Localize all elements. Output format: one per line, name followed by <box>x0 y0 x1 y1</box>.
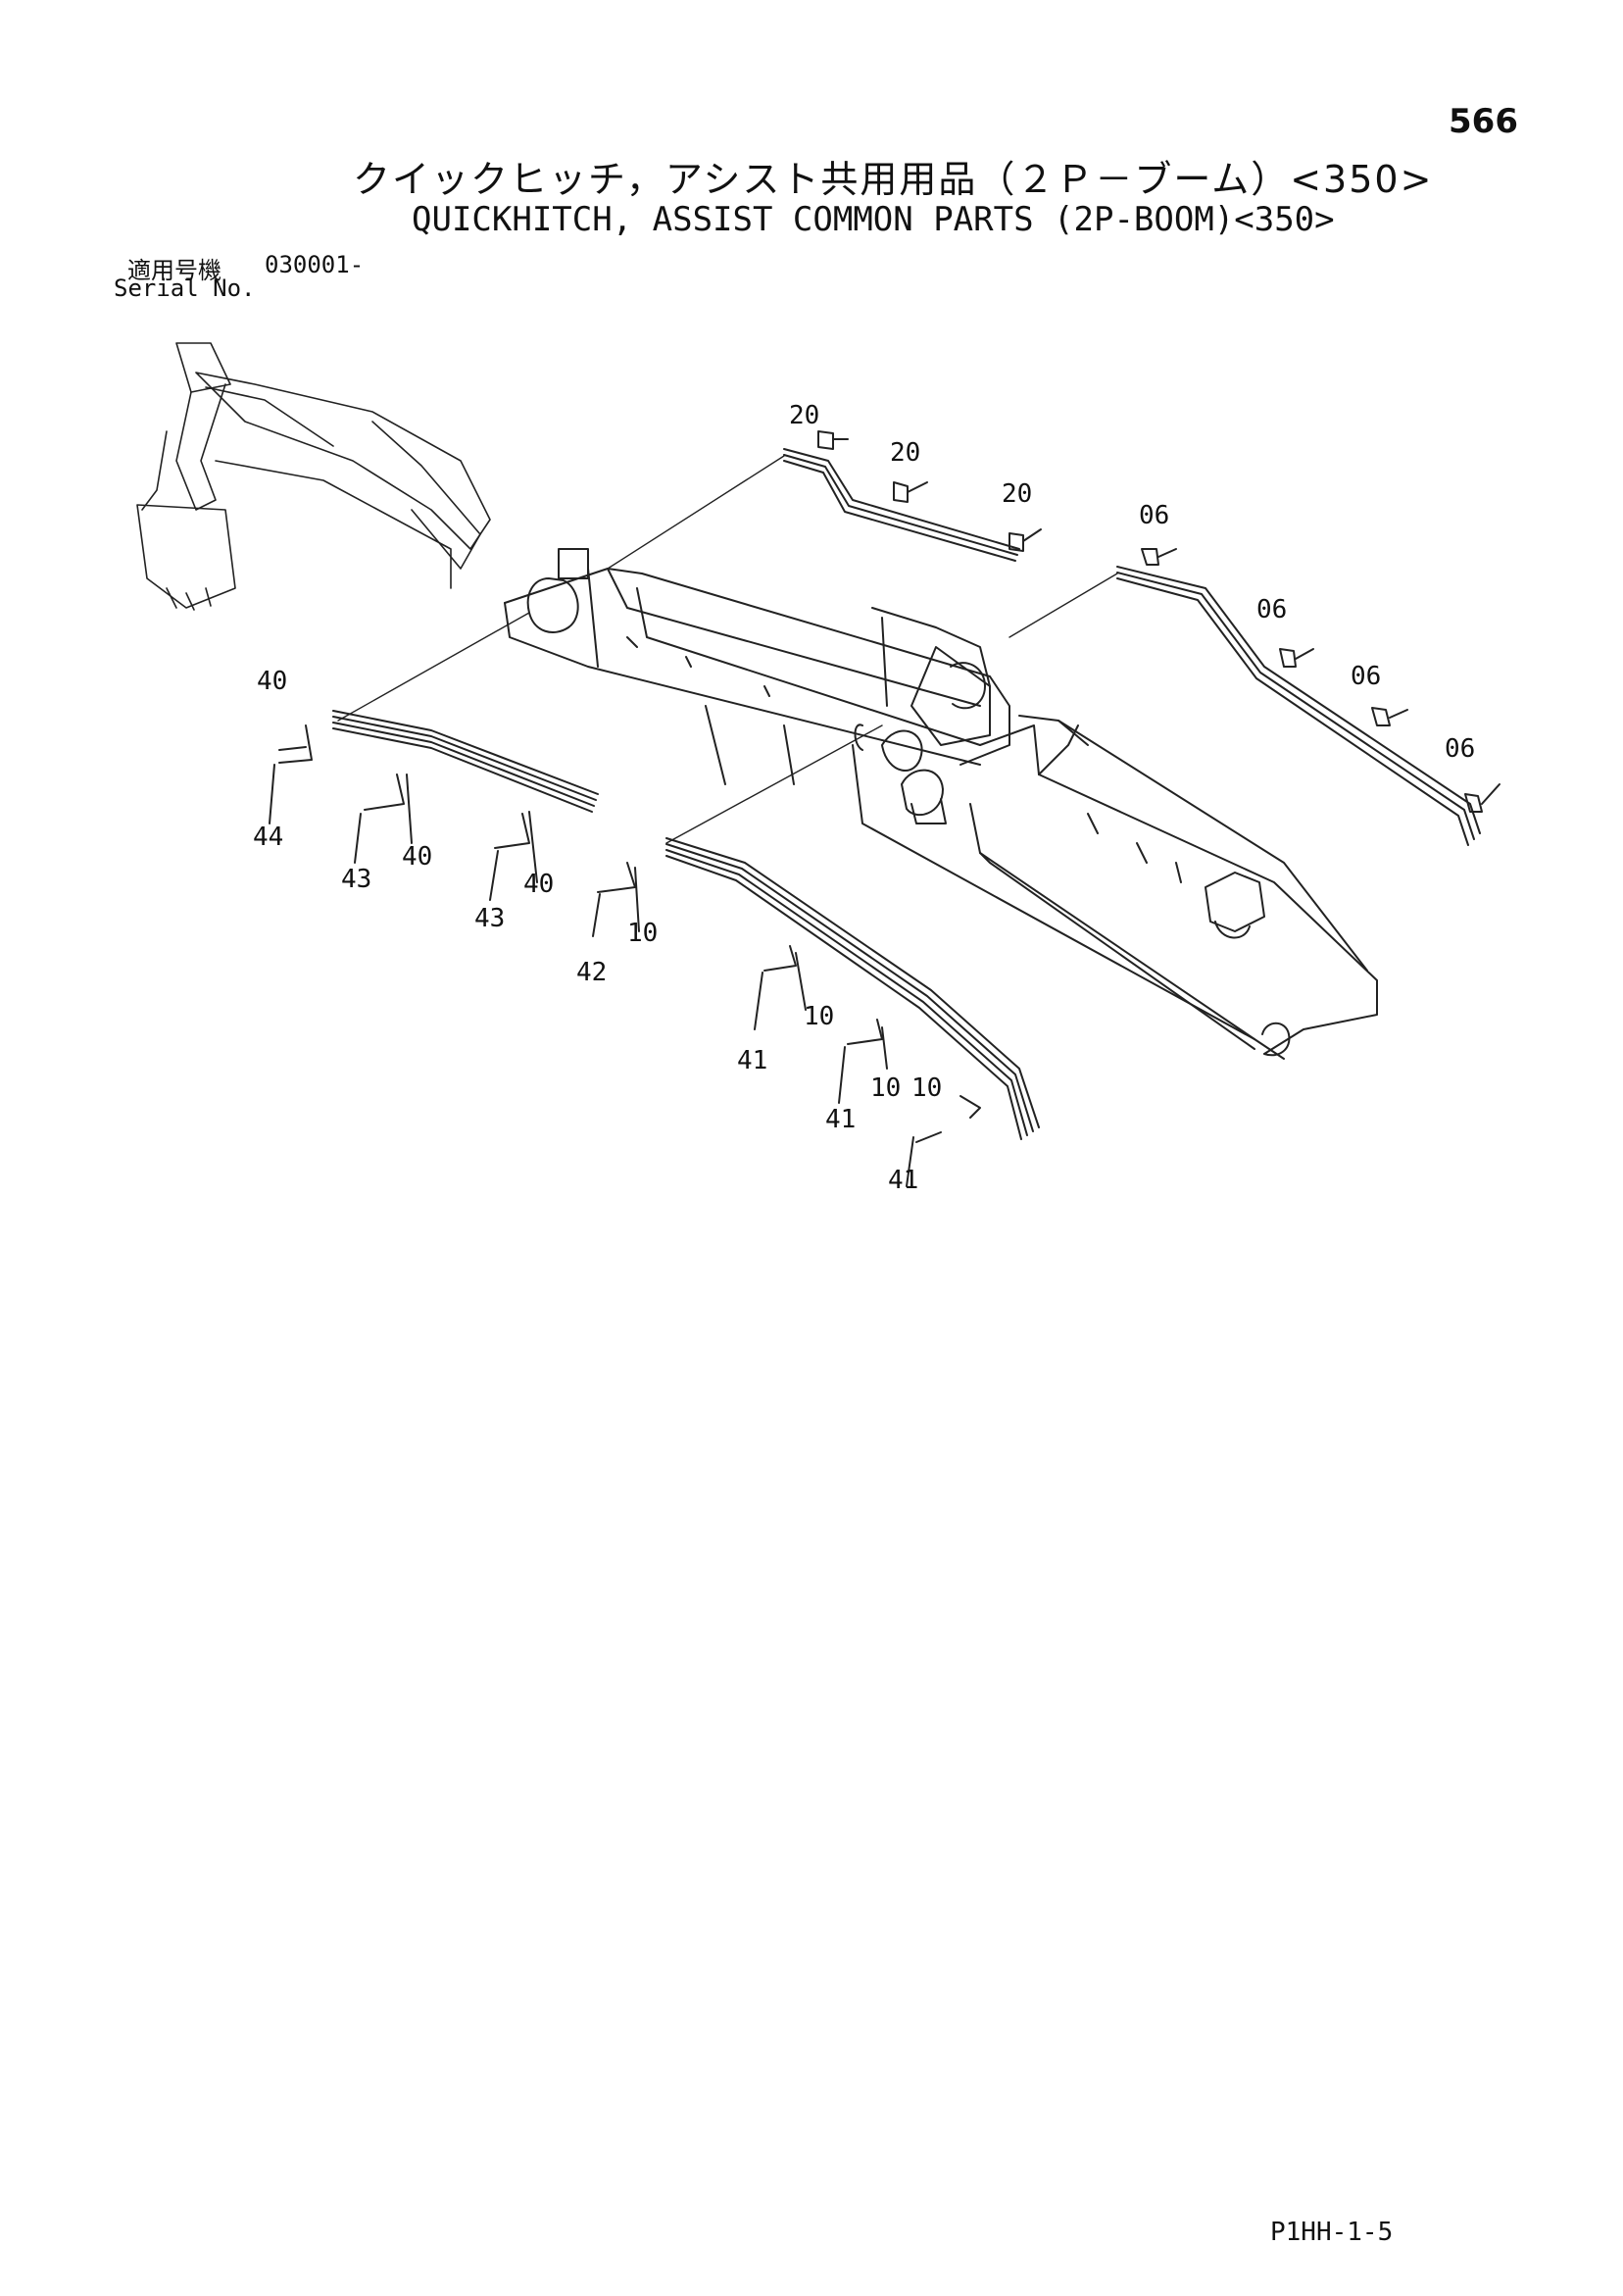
callout-41: 41 <box>737 1046 767 1075</box>
overview-machine <box>136 342 491 611</box>
callout-20: 20 <box>890 438 920 468</box>
title-english: QUICKHITCH, ASSIST COMMON PARTS (2P-BOOM… <box>412 200 1335 239</box>
callout-40: 40 <box>402 842 432 872</box>
callout-43: 43 <box>474 904 505 933</box>
hose-bundle-upper-right <box>1116 566 1481 846</box>
callout-40: 40 <box>257 667 287 696</box>
hose-bundle-upper-left <box>783 448 1020 562</box>
serial-range: 030001- <box>265 251 365 278</box>
callout-06: 06 <box>1351 662 1381 691</box>
callout-10: 10 <box>804 1002 834 1031</box>
callout-20: 20 <box>789 401 819 430</box>
callout-06: 06 <box>1139 501 1169 530</box>
callout-43: 43 <box>341 865 371 894</box>
hose-bundle-left <box>332 710 599 813</box>
callout-44: 44 <box>253 823 283 852</box>
boom-structure <box>504 548 1378 1060</box>
hose-bundle-lower <box>665 837 1040 1140</box>
callout-10: 10 <box>911 1073 942 1103</box>
callout-labels: 20 20 20 06 06 06 06 40 44 43 40 43 40 1… <box>253 401 1475 1195</box>
callout-10: 10 <box>627 919 658 948</box>
callout-42: 42 <box>576 958 607 987</box>
callout-20: 20 <box>1002 479 1032 509</box>
callout-41: 41 <box>825 1105 856 1134</box>
page-number: 566 <box>1449 102 1518 141</box>
sheet-code: P1HH-1-5 <box>1270 2218 1394 2247</box>
serial-label-japanese: 適用号機 <box>127 257 221 284</box>
title-japanese: クイックヒッチ，アシスト共用用品（２Ｐ－ブーム）<350> <box>353 158 1434 201</box>
callout-40: 40 <box>523 870 554 899</box>
assembly-lines <box>337 455 1118 844</box>
callout-06: 06 <box>1445 734 1475 764</box>
callout-06: 06 <box>1256 595 1287 624</box>
clamps-bolts <box>269 430 1500 1187</box>
callout-41: 41 <box>888 1166 918 1195</box>
callout-10: 10 <box>870 1073 901 1103</box>
serial-label-english: Serial No. <box>114 275 256 302</box>
